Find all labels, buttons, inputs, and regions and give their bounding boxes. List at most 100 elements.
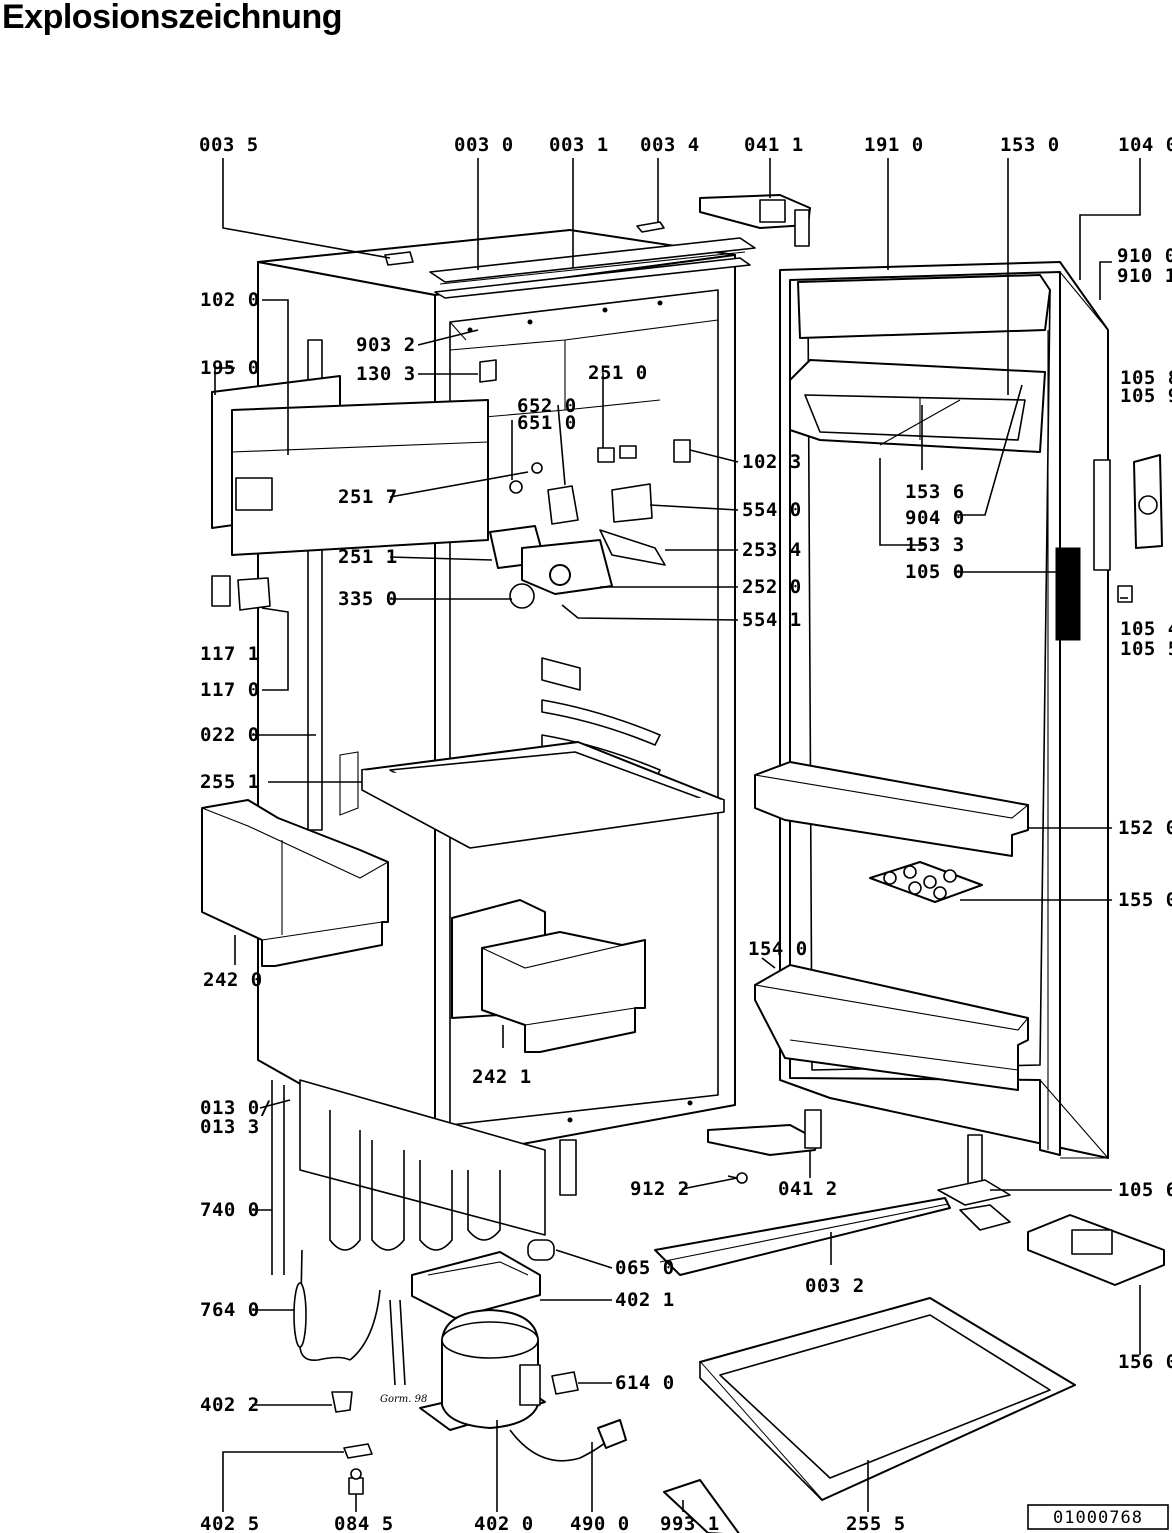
part-label: 910 0/ bbox=[1117, 245, 1172, 267]
crisper-drawer-right bbox=[451, 899, 646, 1053]
door-bin-upper bbox=[754, 761, 1029, 857]
part-label: 102 0 bbox=[200, 289, 260, 311]
part-label: 105 5 bbox=[1120, 638, 1172, 660]
part-labels: 003 5 003 0 003 1 003 4 041 1 191 0 153 … bbox=[199, 134, 1172, 1533]
bracket-part bbox=[237, 577, 271, 611]
dairy-compartment bbox=[789, 274, 1051, 453]
base-plinth bbox=[654, 1197, 951, 1276]
part-label: 251 1 bbox=[338, 546, 398, 568]
part-label: 117 0 bbox=[200, 679, 260, 701]
clip-part bbox=[343, 1443, 373, 1459]
part-label: 242 1 bbox=[472, 1066, 532, 1088]
condenser-coil bbox=[271, 1080, 577, 1275]
part-label: 251 7 bbox=[338, 486, 398, 508]
control-unit bbox=[479, 359, 691, 609]
part-label: 764 0 bbox=[200, 1299, 260, 1321]
part-label: 154 0 bbox=[748, 938, 808, 960]
part-label: 554 1 bbox=[742, 609, 802, 631]
leader-lines bbox=[214, 158, 1141, 1512]
drawing-number-box: 01000768 bbox=[1027, 1504, 1169, 1530]
clip-part bbox=[384, 251, 414, 266]
grommet-part bbox=[331, 1391, 353, 1413]
part-label: 191 0 bbox=[864, 134, 924, 156]
part-label: 105 4/ bbox=[1120, 618, 1172, 640]
part-label: 652 0 bbox=[517, 395, 577, 417]
part-label: 402 5 bbox=[200, 1513, 260, 1533]
door-hardware bbox=[1093, 454, 1163, 603]
part-label: 104 0 bbox=[1118, 134, 1172, 156]
page-title: Explosionszeichnung bbox=[2, 0, 342, 36]
part-label: 912 2 bbox=[630, 1178, 690, 1200]
part-label: 130 3 bbox=[356, 363, 416, 385]
relay-part bbox=[551, 1371, 579, 1395]
part-label: 252 0 bbox=[742, 576, 802, 598]
top-cover-strip bbox=[429, 237, 756, 299]
part-label: 105 0 bbox=[905, 561, 965, 583]
part-label: 490 0 bbox=[570, 1513, 630, 1533]
part-label: 041 2 bbox=[778, 1178, 838, 1200]
clip-part bbox=[636, 221, 665, 233]
part-label: 117 1 bbox=[200, 643, 260, 665]
door-seal-strip bbox=[1055, 547, 1081, 641]
part-label: 242 0 bbox=[203, 969, 263, 991]
part-label: 022 0 bbox=[200, 724, 260, 746]
part-label: 554 0 bbox=[742, 499, 802, 521]
part-label: 013 3 bbox=[200, 1116, 260, 1138]
door-bin-lower bbox=[754, 964, 1029, 1091]
part-label: 904 0 bbox=[905, 507, 965, 529]
part-label: 153 3 bbox=[905, 534, 965, 556]
part-label: 903 2 bbox=[356, 334, 416, 356]
part-label: 251 0 bbox=[588, 362, 648, 384]
upper-hinge bbox=[699, 194, 811, 247]
part-label: 156 0 bbox=[1118, 1351, 1172, 1373]
part-label: 153 0 bbox=[1000, 134, 1060, 156]
screw bbox=[727, 1172, 748, 1184]
part-label: 003 5 bbox=[199, 134, 259, 156]
part-label: 255 5 bbox=[846, 1513, 906, 1533]
part-label: 003 4 bbox=[640, 134, 700, 156]
vent-grille bbox=[1027, 1214, 1165, 1286]
drawing-number: 01000768 bbox=[1053, 1508, 1143, 1528]
crisper-drawer-left bbox=[201, 799, 389, 967]
part-label: 195 0 bbox=[200, 357, 260, 379]
draftsman-signature: Gorm. 98 bbox=[380, 1394, 427, 1405]
part-label: 255 1 bbox=[200, 771, 260, 793]
part-label: 402 2 bbox=[200, 1394, 260, 1416]
part-label: 335 0 bbox=[338, 588, 398, 610]
power-cable bbox=[509, 1419, 627, 1462]
part-label: 084 5 bbox=[334, 1513, 394, 1533]
door bbox=[779, 261, 1109, 1159]
part-label: 102 3 bbox=[742, 451, 802, 473]
part-label: 253 4 bbox=[742, 539, 802, 561]
bracket-part bbox=[211, 575, 231, 607]
part-label: 003 1 bbox=[549, 134, 609, 156]
drain-tray bbox=[411, 1251, 541, 1319]
part-label: 152 0 bbox=[1118, 817, 1172, 839]
part-label: 614 0 bbox=[615, 1372, 675, 1394]
part-label: 993 1 bbox=[660, 1513, 720, 1533]
part-label: 155 0 bbox=[1118, 889, 1172, 911]
small-cylinder bbox=[527, 1239, 555, 1261]
part-label: 105 8/ bbox=[1120, 367, 1172, 389]
part-label: 105 6 bbox=[1118, 1179, 1172, 1201]
part-label: 065 0 bbox=[615, 1257, 675, 1279]
part-label: 740 0 bbox=[200, 1199, 260, 1221]
part-label: 003 2 bbox=[805, 1275, 865, 1297]
part-label: 041 1 bbox=[744, 134, 804, 156]
glass-shelf-upper bbox=[339, 741, 725, 849]
part-label: 013 0/ bbox=[200, 1097, 272, 1119]
part-label: 910 1 bbox=[1117, 265, 1172, 287]
egg-tray bbox=[869, 861, 983, 903]
compressor bbox=[389, 1299, 546, 1431]
part-label: 651 0 bbox=[517, 412, 577, 434]
door-bracket bbox=[937, 1134, 1011, 1231]
lower-hinge bbox=[707, 1109, 822, 1156]
scraper-tool bbox=[663, 1479, 740, 1533]
glass-shelf-lower bbox=[699, 1297, 1076, 1501]
part-label: 402 1 bbox=[615, 1289, 675, 1311]
part-label: 402 0 bbox=[474, 1513, 534, 1533]
capillary-tube bbox=[293, 1249, 381, 1362]
part-label: 105 9 bbox=[1120, 385, 1172, 407]
